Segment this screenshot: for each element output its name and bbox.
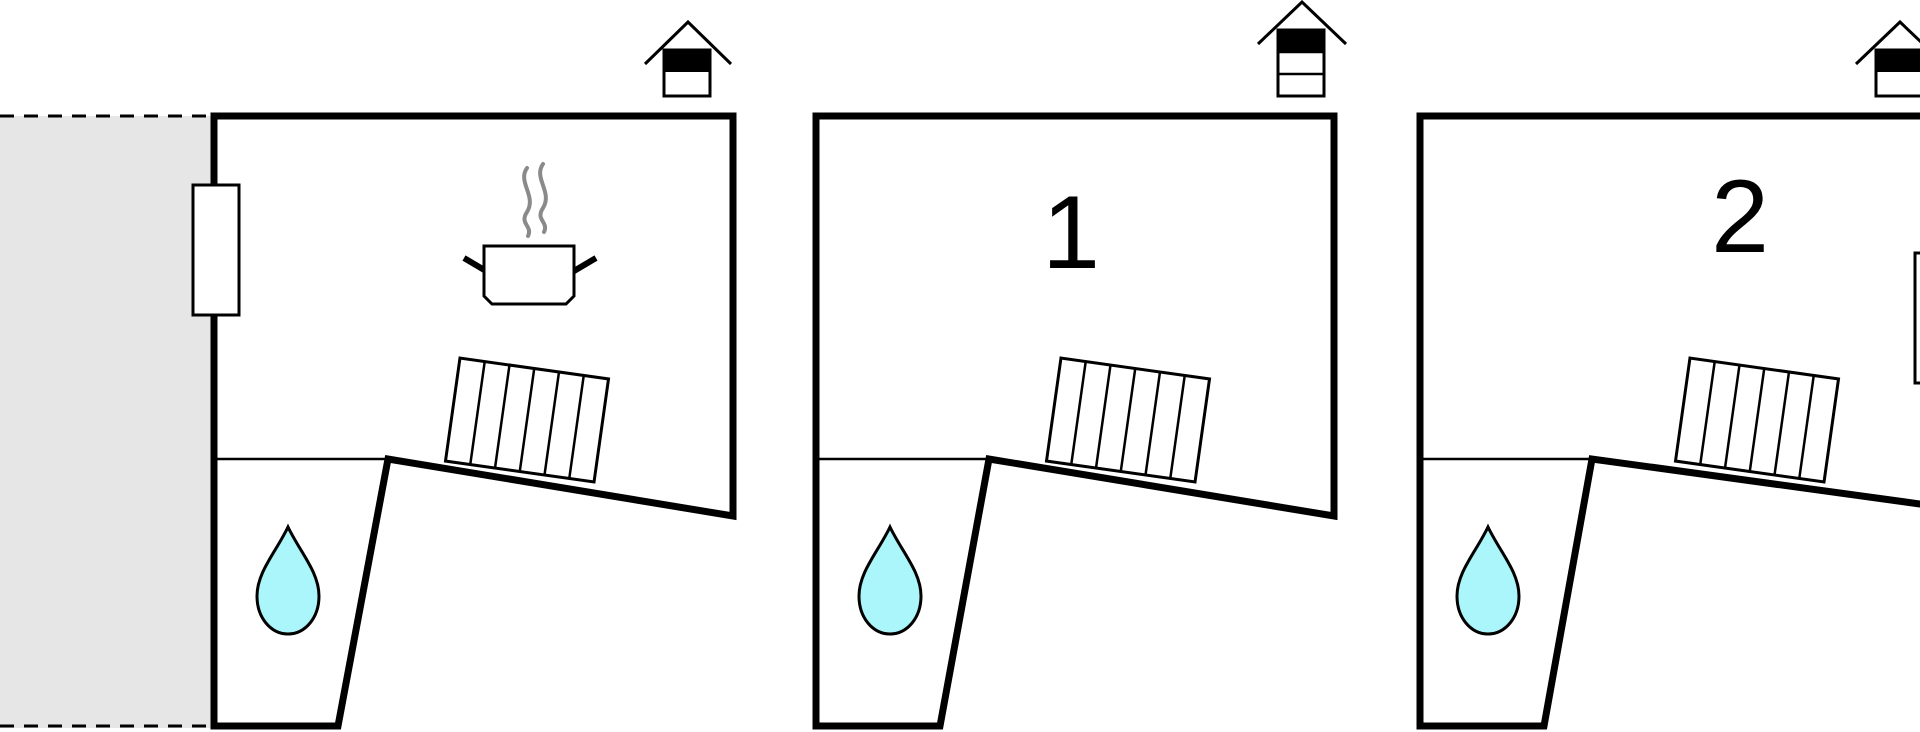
- house-level-icon: [1256, 0, 1348, 98]
- stair-step: [543, 371, 561, 476]
- stair-step: [1723, 364, 1741, 469]
- staircase-icon: [443, 356, 611, 484]
- house-level-icon: [1854, 19, 1920, 98]
- floor-plan-ground: [0, 19, 737, 730]
- stair-step: [1094, 364, 1112, 469]
- floor-label: 2: [1711, 159, 1769, 275]
- outer-wall: [1416, 112, 1920, 730]
- water-drop-icon: [857, 523, 923, 636]
- steam-line-left: [522, 166, 532, 238]
- house-roof: [643, 19, 733, 66]
- stair-step: [568, 375, 585, 479]
- stair-step: [1169, 375, 1186, 479]
- terrace-area: [0, 114, 214, 728]
- stair-step: [1748, 368, 1766, 472]
- cooking-pot-icon: [462, 162, 598, 306]
- floor-label: 1: [1042, 175, 1100, 291]
- stair-step: [493, 364, 511, 469]
- door-icon: [1913, 251, 1920, 385]
- stair-step: [469, 361, 486, 465]
- house-level-icon: [643, 19, 733, 98]
- house-level-fill: [664, 50, 710, 72]
- pot-body: [482, 244, 576, 306]
- stair-step: [1070, 361, 1087, 465]
- house-roof: [1256, 0, 1348, 46]
- house-level-fill: [1278, 30, 1324, 52]
- water-drop-icon: [1455, 523, 1521, 636]
- stair-step: [1798, 375, 1815, 479]
- pot-handle-right: [572, 255, 598, 274]
- stair-step: [1144, 371, 1162, 476]
- steam-line-right: [538, 162, 548, 234]
- floor-plan-level-1: 1: [812, 0, 1348, 730]
- house-level-fill: [1876, 50, 1920, 72]
- floor-plan-level-2: 2: [1416, 19, 1920, 730]
- pot-handle-left: [462, 255, 488, 274]
- stair-step: [1119, 368, 1137, 472]
- stair-step: [1773, 371, 1791, 476]
- staircase-icon: [1673, 356, 1841, 484]
- staircase-icon: [1044, 356, 1212, 484]
- terrace-fill: [0, 116, 214, 728]
- stair-step: [1699, 361, 1716, 465]
- stair-step: [518, 368, 536, 472]
- door-icon: [191, 183, 241, 317]
- water-drop-icon: [255, 523, 321, 636]
- house-roof: [1854, 19, 1920, 66]
